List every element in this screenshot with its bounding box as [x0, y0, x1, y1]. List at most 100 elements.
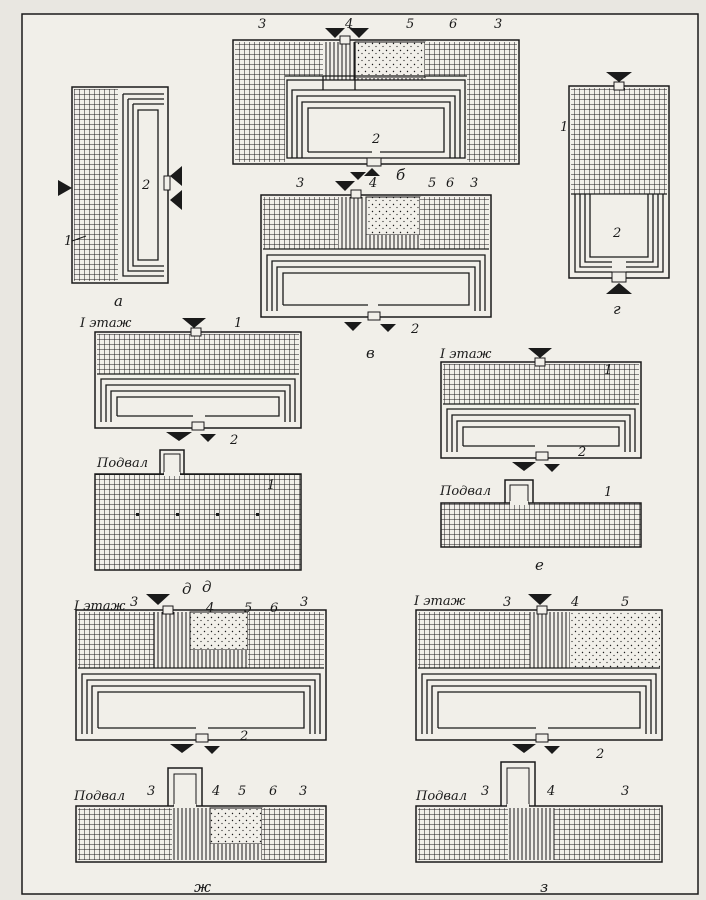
- zone-grid-left: [78, 808, 172, 860]
- entrance-arrow-top: [606, 72, 632, 82]
- zone-grid-right: [262, 808, 324, 860]
- corridor-lines: [285, 42, 467, 159]
- door-gap-bottom: [535, 451, 549, 461]
- zone-vlines: [172, 808, 210, 860]
- caption-b: б: [396, 166, 406, 184]
- zone-dots: [365, 196, 421, 236]
- zone-grid-right: [467, 42, 517, 162]
- door-gap: [162, 605, 174, 615]
- callout-2: 2: [229, 433, 238, 448]
- callout-3-left: 3: [258, 17, 266, 32]
- door-gap: [190, 327, 202, 337]
- callout-1: 1: [604, 363, 612, 378]
- zone-grid-right: [420, 197, 489, 249]
- label-basement: Подвал: [73, 789, 125, 804]
- zone-dots: [354, 41, 426, 79]
- callout-3-right-basement: 3: [299, 784, 307, 799]
- entrance-arrow-right: [170, 166, 182, 210]
- label-floor1: I этаж: [439, 347, 492, 362]
- zone-grid-right: [248, 612, 324, 668]
- entrance-arrow-top: [528, 348, 552, 358]
- entrance-arrow-bottom: [166, 432, 216, 442]
- entrance-arrow-bottom: [512, 744, 560, 754]
- corridor-lines: [571, 193, 667, 273]
- columns: [136, 513, 259, 516]
- callout-3-right-basement: 3: [621, 784, 629, 799]
- scheme-z: I этаж 3 4 5 2 Подвал 3 4 3 з: [413, 594, 663, 896]
- basement-stair-inner: [173, 773, 197, 809]
- callout-3-right: 3: [494, 17, 502, 32]
- corridor-lines: [122, 93, 164, 277]
- label-basement: Подвал: [415, 789, 467, 804]
- stair-opening: [507, 804, 529, 808]
- door-gap: [536, 605, 548, 615]
- corridor-lines: [418, 667, 660, 734]
- callout-2: 2: [239, 729, 248, 744]
- entrance-arrow-top: [146, 594, 170, 605]
- callout-6: 6: [446, 176, 454, 191]
- caption-a: а: [114, 292, 123, 310]
- zone-vlines: [508, 808, 554, 860]
- zone-grid: [97, 334, 299, 374]
- scheme-e: I этаж 1 2 Подвал 1 е: [439, 347, 642, 574]
- scheme-a: 1 2 а: [58, 86, 182, 310]
- zone-grid: [443, 364, 639, 404]
- door-gap: [534, 357, 546, 367]
- zone-vlines-strip: [210, 844, 262, 860]
- callout-4-basement: 4: [211, 784, 220, 799]
- callout-4: 4: [205, 601, 214, 616]
- door-gap: [163, 175, 171, 191]
- label-basement: Подвал: [96, 456, 148, 471]
- basement-outline: [440, 502, 642, 548]
- callout-2: 2: [371, 132, 380, 147]
- callout-5-basement: 5: [238, 784, 246, 799]
- corridor-lines: [97, 373, 299, 422]
- door-gap-bottom: [367, 311, 381, 321]
- scheme-d: I этаж 1 2 Подвал 1 д: [79, 316, 302, 598]
- zone-dots: [189, 611, 249, 651]
- callout-1-basement: 1: [604, 485, 612, 500]
- door-gap-bottom: [195, 733, 209, 743]
- callout-4: 4: [570, 595, 579, 610]
- scheme-g: 1 2 г: [560, 72, 670, 318]
- door-gap-bottom: [366, 157, 382, 167]
- callout-5: 5: [621, 595, 629, 610]
- callout-4: 4: [344, 17, 353, 32]
- zone-grid-right: [554, 808, 660, 860]
- zone-vlines: [530, 612, 570, 668]
- label-basement: Подвал: [439, 484, 491, 499]
- caption-z: з: [540, 878, 548, 896]
- door-gap-bottom: [611, 271, 627, 283]
- zone-grid-left: [235, 42, 285, 162]
- entrance-arrow-top: [528, 594, 552, 605]
- zone-dots: [570, 612, 660, 668]
- callout-4: 4: [368, 176, 377, 191]
- leader-line: [71, 235, 87, 242]
- zone-vlines-strip: [190, 650, 248, 668]
- zone-grid-left: [263, 197, 338, 249]
- basement-stair-inner: [506, 767, 530, 809]
- zone-grid-top: [285, 42, 323, 76]
- callout-1: 1: [64, 234, 72, 249]
- entrance-arrow-bottom: [512, 462, 560, 472]
- corridor-lines: [78, 612, 324, 734]
- zone-grid-left: [418, 808, 508, 860]
- caption-v: в: [366, 344, 375, 362]
- zone-grid-left: [78, 612, 154, 668]
- scheme-v: 3 4 5 6 3 2 в: [260, 176, 492, 362]
- entrance-arrow-bottom: [170, 744, 220, 754]
- callout-4-basement: 4: [546, 784, 555, 799]
- label-floor1: I этаж: [413, 594, 466, 609]
- door-gap: [339, 35, 351, 45]
- scheme-b: 3 4 5 6 3 2 б: [232, 17, 520, 184]
- entrance-arrow-top: [325, 28, 369, 38]
- door-gap-bottom: [191, 421, 205, 431]
- entrance-arrow-top: [335, 181, 355, 191]
- caption-e: е: [535, 556, 544, 574]
- scheme-zh: I этаж 3 4 5 6 3 2 д Подвал: [73, 578, 327, 896]
- callout-5: 5: [406, 17, 414, 32]
- corridor-lines: [443, 403, 639, 452]
- zone-vlines: [338, 197, 366, 249]
- callout-1-basement: 1: [267, 478, 275, 493]
